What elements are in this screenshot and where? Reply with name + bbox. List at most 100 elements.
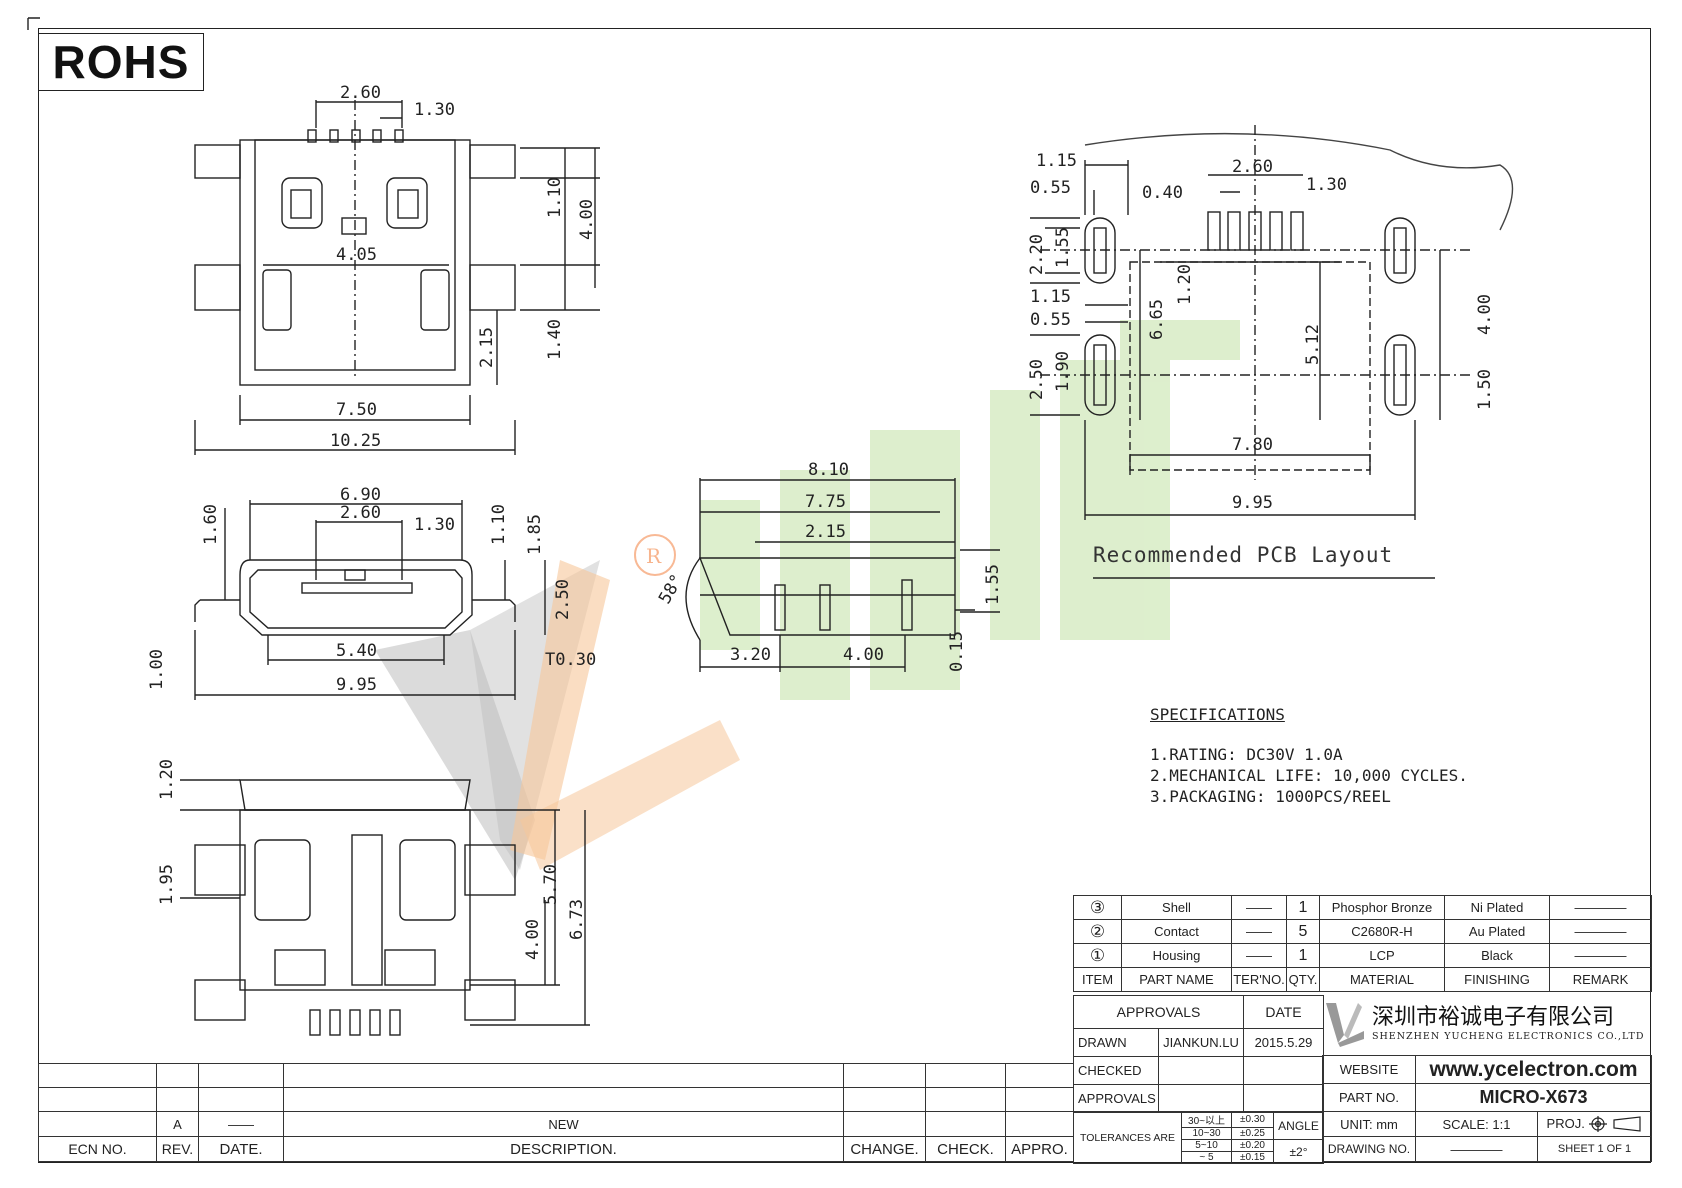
item-number: ① <box>1073 943 1122 968</box>
blank-cell <box>283 1063 844 1088</box>
proj-label: PROJ. <box>1546 1115 1585 1131</box>
svg-text:6.90: 6.90 <box>340 485 381 505</box>
svg-text:0.55: 0.55 <box>1030 178 1071 198</box>
checked-label: CHECKED <box>1073 1056 1159 1085</box>
svg-text:1.95: 1.95 <box>157 864 177 905</box>
approvals-label: APPROVALS <box>1073 995 1244 1029</box>
finishing: Ni Plated <box>1444 895 1550 920</box>
svg-text:2.60: 2.60 <box>340 503 381 523</box>
bom-row: ② Contact —— 5 C2680R-H Au Plated ———— <box>1073 919 1652 944</box>
rohs-badge: ROHS <box>38 33 204 91</box>
svg-text:1.20: 1.20 <box>157 759 177 800</box>
svg-text:2.15: 2.15 <box>477 327 497 368</box>
part-no: MICRO-X673 <box>1415 1083 1652 1112</box>
checked-by <box>1158 1056 1244 1085</box>
remark: ———— <box>1549 919 1652 944</box>
tol-value: ±0.25 <box>1231 1127 1274 1140</box>
svg-text:1.85: 1.85 <box>525 514 545 555</box>
remark: ———— <box>1549 943 1652 968</box>
tol-value: ±0.15 <box>1231 1151 1274 1164</box>
svg-text:1.15: 1.15 <box>1036 151 1077 171</box>
svg-text:4.00: 4.00 <box>1475 294 1495 335</box>
description-value: NEW <box>283 1111 844 1137</box>
website-link[interactable]: www.ycelectron.com <box>1415 1055 1652 1084</box>
ter-no: —— <box>1231 919 1287 944</box>
svg-text:6.65: 6.65 <box>1147 299 1167 340</box>
approved-date <box>1243 1084 1324 1113</box>
header-part-name: PART NAME <box>1121 967 1232 992</box>
front-view: 6.90 2.60 1.30 1.60 1.10 1.85 2.50 5.40 … <box>147 485 596 700</box>
svg-text:6.73: 6.73 <box>567 899 587 940</box>
svg-text:4.00: 4.00 <box>523 919 543 960</box>
svg-text:0.15: 0.15 <box>947 631 967 672</box>
svg-text:1.20: 1.20 <box>1175 264 1195 305</box>
blank-cell <box>198 1087 284 1112</box>
angle-value: ±2° <box>1273 1139 1324 1164</box>
item-number: ③ <box>1073 895 1122 920</box>
header-qty: QTY. <box>1286 967 1320 992</box>
tolerances-label: TOLERANCES ARE <box>1073 1111 1182 1164</box>
svg-text:2.20: 2.20 <box>1027 234 1047 275</box>
blank-cell <box>156 1087 199 1112</box>
blank-cell <box>283 1087 844 1112</box>
bom-table: ③ Shell —— 1 Phosphor Bronze Ni Plated —… <box>1073 895 1652 992</box>
header-finishing: FINISHING <box>1444 967 1550 992</box>
blank-cell <box>1005 1063 1074 1088</box>
bom-row: ① Housing —— 1 LCP Black ———— <box>1073 943 1652 968</box>
item-number: ② <box>1073 919 1122 944</box>
tol-value: ±0.30 <box>1231 1111 1274 1128</box>
svg-text:1.10: 1.10 <box>545 177 565 218</box>
specifications-title: SPECIFICATIONS <box>1150 705 1285 724</box>
spec-item: 2.MECHANICAL LIFE: 10,000 CYCLES. <box>1150 766 1468 785</box>
tol-range: 5~10 <box>1181 1139 1232 1152</box>
unit-value: mm <box>1376 1116 1398 1132</box>
spec-item: 3.PACKAGING: 1000PCS/REEL <box>1150 787 1391 806</box>
svg-text:1.30: 1.30 <box>1306 175 1347 195</box>
svg-text:3.20: 3.20 <box>730 645 771 665</box>
website-table: WEBSITE www.ycelectron.com PART NO. MICR… <box>1322 1055 1652 1112</box>
proj-cell: PROJ. <box>1537 1111 1652 1137</box>
revision-table: A —— NEW ECN NO. REV. DATE. DESCRIPTION.… <box>38 1063 1074 1162</box>
change-value <box>843 1111 926 1137</box>
header-ter-no: TER'NO. <box>1231 967 1287 992</box>
date-value: —— <box>198 1111 284 1137</box>
blank-cell <box>925 1087 1006 1112</box>
svg-text:1.40: 1.40 <box>545 319 565 360</box>
pcb-layout-title: Recommended PCB Layout <box>1093 543 1394 567</box>
remark: ———— <box>1549 895 1652 920</box>
svg-text:2.50: 2.50 <box>553 579 573 620</box>
scale-value: 1:1 <box>1492 1116 1511 1132</box>
drawing-no: ———— <box>1415 1136 1538 1162</box>
svg-text:T0.30: T0.30 <box>545 650 596 670</box>
blank-cell <box>38 1087 157 1112</box>
drawn-date: 2015.5.29 <box>1243 1028 1324 1057</box>
scale-cell: SCALE: 1:1 <box>1415 1111 1538 1137</box>
rev-value: A <box>156 1111 199 1137</box>
qty: 5 <box>1286 919 1320 944</box>
svg-text:9.95: 9.95 <box>336 675 377 695</box>
svg-text:5.70: 5.70 <box>541 864 561 905</box>
part-name: Housing <box>1121 943 1232 968</box>
unit-label: UNIT: <box>1340 1116 1373 1132</box>
projection-symbol-icon <box>1589 1116 1642 1133</box>
svg-text:5.12: 5.12 <box>1303 324 1323 365</box>
top-view: 2.60 1.30 1.10 4.00 4.05 2.15 1.40 7.50 … <box>194 83 600 455</box>
svg-text:7.50: 7.50 <box>336 400 377 420</box>
qty: 1 <box>1286 943 1320 968</box>
part-no-label: PART NO. <box>1322 1083 1416 1112</box>
svg-text:1.90: 1.90 <box>1053 351 1073 392</box>
appro-value <box>1005 1111 1074 1137</box>
unit-cell: UNIT: mm <box>1322 1111 1416 1137</box>
svg-text:58°: 58° <box>655 571 688 608</box>
blank-cell <box>843 1087 926 1112</box>
header-rev: REV. <box>156 1136 199 1162</box>
finishing: Black <box>1444 943 1550 968</box>
tolerances-table: TOLERANCES ARE 30~以上 ±0.30 ANGLE 10~30 ±… <box>1073 1111 1324 1164</box>
company-name-en: SHENZHEN YUCHENG ELECTRONICS CO.,LTD <box>1372 1031 1645 1042</box>
website-label: WEBSITE <box>1322 1055 1416 1084</box>
blank-cell <box>925 1063 1006 1088</box>
approvals2-label: APPROVALS <box>1073 1084 1159 1113</box>
tol-range: 10~30 <box>1181 1127 1232 1140</box>
company-logo-icon <box>1326 1003 1364 1047</box>
